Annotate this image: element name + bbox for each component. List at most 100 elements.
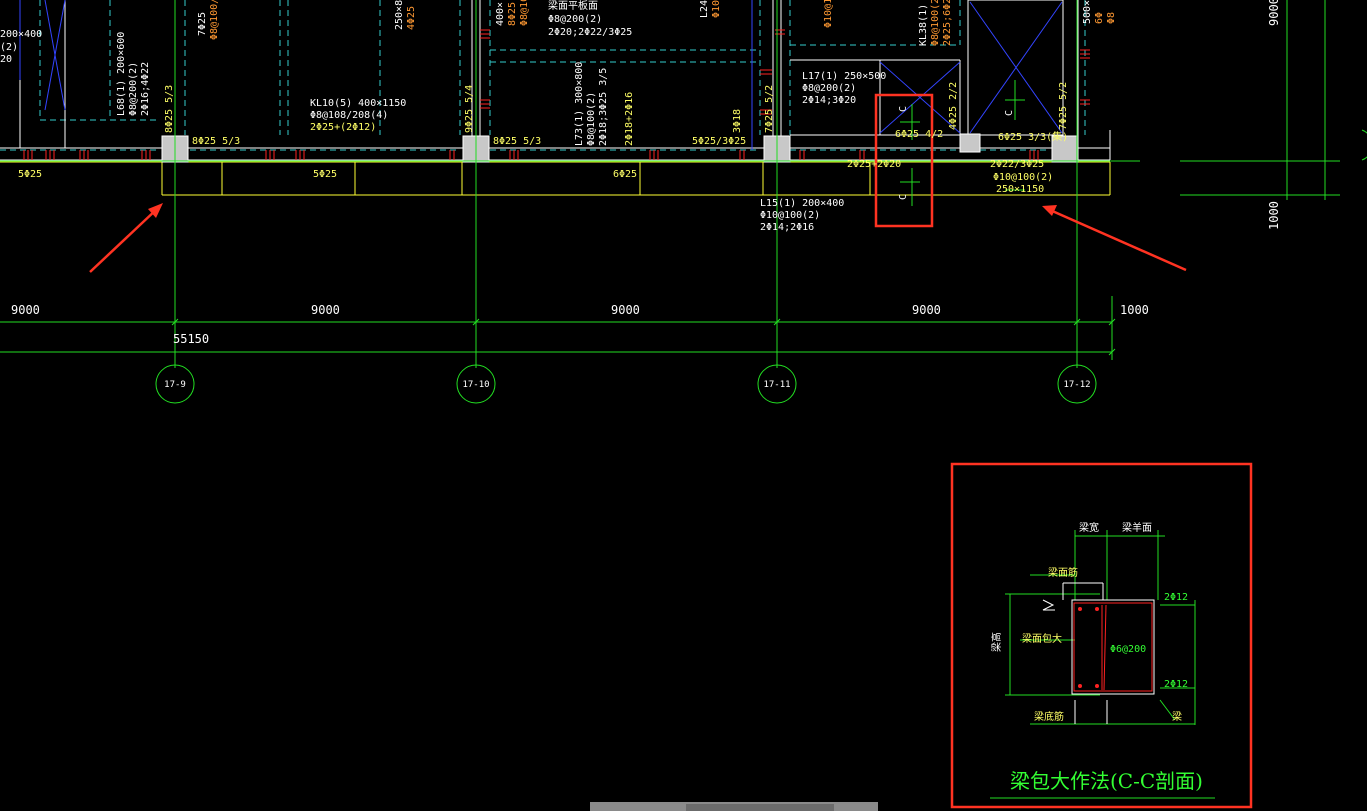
axis-label-17-10: 17-10 [462,380,489,390]
beam-frag-b-2: 8Φ25 [507,2,518,26]
beam-top-mid-1: 梁面平板面 [548,0,598,12]
detail-label-beam: 梁 [1172,710,1182,723]
beam-right-bot-1: 2Φ22/3Φ25 [990,159,1044,170]
axis-bubble-17-10: 17-10 [456,364,496,404]
rebar-b4: 2Φ25+2Φ20 [847,159,901,170]
section-mark-bottom: C [898,194,909,200]
beam-frag-d-1: L24 [699,0,710,18]
beam-frag-f-3: Φ8 [1106,12,1117,24]
axis-bubble-17-11: 17-11 [757,364,797,404]
rebar-r2: 8Φ25 5/3 [192,136,240,147]
beam-l68-2: Φ8@200(2) [128,62,139,116]
detail-label-top-bar: 梁面筋 [1048,566,1078,579]
rebar-ticks [23,29,1090,160]
axis-label-17-12: 17-12 [1063,380,1090,390]
beam-frag-left-3: 20 [0,54,12,65]
dim-span-3: 9000 [611,303,640,317]
dim-span-1: 9000 [11,303,40,317]
beam-outlines [0,0,1086,151]
rebar-b2: 5Φ25 [313,169,337,180]
axis-bubble-17-9: 17-9 [155,364,195,404]
column-mid [959,133,981,153]
detail-top-label-face: 梁羊面 [1122,521,1152,534]
detail-label-wrap: 梁面包大 [1022,632,1062,645]
beam-frag-b-1: 400× [495,2,506,26]
rebar-b3: 6Φ25 [613,169,637,180]
beam-l15-1: L15(1) 200×400 [760,198,844,209]
beam-kl38-1: KL38(1) 2 [918,0,929,46]
rebar-r5: 5Φ25/3Φ25 [692,136,746,147]
beam-l68-1: L68(1) 200×600 [116,32,127,116]
dim-vertical-1: 9000 [1267,0,1281,26]
beam-outline-yellow [0,161,1111,196]
section-cut-mark: C C C [898,80,1025,206]
beam-top-mid-3: 2Φ20;2Φ22/3Φ25 [548,27,632,38]
detail-label-bottom-bar: 梁底筋 [1034,710,1064,723]
beam-frag-left-2: (2) [0,42,18,53]
scrollbar-thumb[interactable] [686,804,834,811]
beam-kl38-2: Φ8@100(2) [930,0,941,46]
rebar-r11: 7Φ25 5/2 [1058,82,1069,130]
rebar-r1: 8Φ25 5/3 [164,85,175,133]
markup-annotations [89,93,1253,809]
detail-top-label-width: 梁宽 [1079,521,1099,534]
beam-frag-e: Φ10@100 [823,0,834,28]
section-mark-top: C [898,106,909,112]
axis-bubbles: 17-9 17-10 17-11 17-12 [155,364,1097,404]
rebar-r6: 3Φ18 [732,109,743,133]
dim-span-2: 9000 [311,303,340,317]
rebar-r3: 9Φ25 5/4 [464,85,475,133]
beam-l17-2: Φ8@200(2) [802,83,856,94]
section-mark-right: C [1004,110,1015,116]
beam-frag-b-3: Φ8@10 [519,0,530,26]
dim-span-5: 1000 [1120,303,1149,317]
beam-frag-f-2: 6Φ [1094,12,1105,24]
dimensions: 9000 9000 9000 9000 1000 55150 9000 1000 [11,0,1281,346]
beam-kl38-3: 2Φ25;6Φ2 [942,0,953,46]
column-17-12 [1051,135,1079,163]
axis-bubble-17-12: 17-12 [1057,364,1097,404]
dim-total: 55150 [173,332,209,346]
beam-l73-2: Φ8@100(2) [586,92,597,146]
beam-l17-3: 2Φ14;3Φ20 [802,95,856,106]
dim-span-4: 9000 [912,303,941,317]
rebar-r7: 7Φ25 5/2 [764,85,775,133]
beam-frag-c-1: 250×8 [394,0,405,30]
dim-vertical-2: 1000 [1267,201,1281,230]
beam-l17-1: L17(1) 250×500 [802,71,886,82]
beam-right-bot-2: Φ10@100(2) [993,172,1053,183]
rebar-callouts: 8Φ25 5/3 8Φ25 5/3 9Φ25 5/4 8Φ25 5/3 5Φ25… [18,82,1069,180]
detail-highlight-box [950,462,1253,809]
beam-right-bot-3: 250×1150 [996,184,1044,195]
axis-label-17-9: 17-9 [164,380,186,390]
beam-l73-4: 2Φ18+2Φ16 [624,92,635,146]
beam-top-mid-2: Φ8@200(2) [548,14,602,25]
rebar-r8: 6Φ25 4/2 [895,129,943,140]
beam-l15-3: 2Φ14;2Φ16 [760,222,814,233]
opening-crosses [19,0,1063,150]
beam-annotations: 200×400 (2) 20 L68(1) 200×600 Φ8@200(2) … [0,0,1117,233]
horizontal-scrollbar[interactable] [590,802,878,811]
rebar-r4: 8Φ25 5/3 [493,136,541,147]
beam-frag-a-2: Φ8@100/ [209,0,220,40]
beam-frag-left-1: 200×400 [0,29,42,40]
detail-title: 梁包大作法(C-C剖面) [1010,769,1203,793]
beam-frag-c-2: 4Φ25 [406,6,417,30]
rebar-b1: 5Φ25 [18,169,42,180]
beam-kl10-2: Φ8@108/208(4) [310,110,388,121]
section-detail: 梁宽 梁羊面 梁高 梁面筋 梁面包大 梁底筋 梁 2Φ12 Φ6@200 2Φ1… [990,521,1215,799]
beam-frag-f-1: 500× [1082,0,1093,24]
section-highlight-box [874,93,934,228]
beam-frag-d-2: Φ10@ [711,0,722,18]
beam-l68-3: 2Φ16;4Φ22 [140,62,151,116]
detail-left-vertical: 梁高 [990,632,1003,652]
beam-kl10-3: 2Φ25+(2Φ12) [310,122,376,133]
grid-axes [0,0,1367,368]
beam-kl10-1: KL10(5) 400×1150 [310,98,406,109]
detail-rebar-mid: Φ6@200 [1110,644,1146,655]
beam-l73-1: L73(1) 300×800 [574,62,585,146]
detail-rebar-top: 2Φ12 [1164,592,1188,603]
beam-frag-a-1: 7Φ25 [197,12,208,36]
detail-rebar-bottom: 2Φ12 [1164,679,1188,690]
